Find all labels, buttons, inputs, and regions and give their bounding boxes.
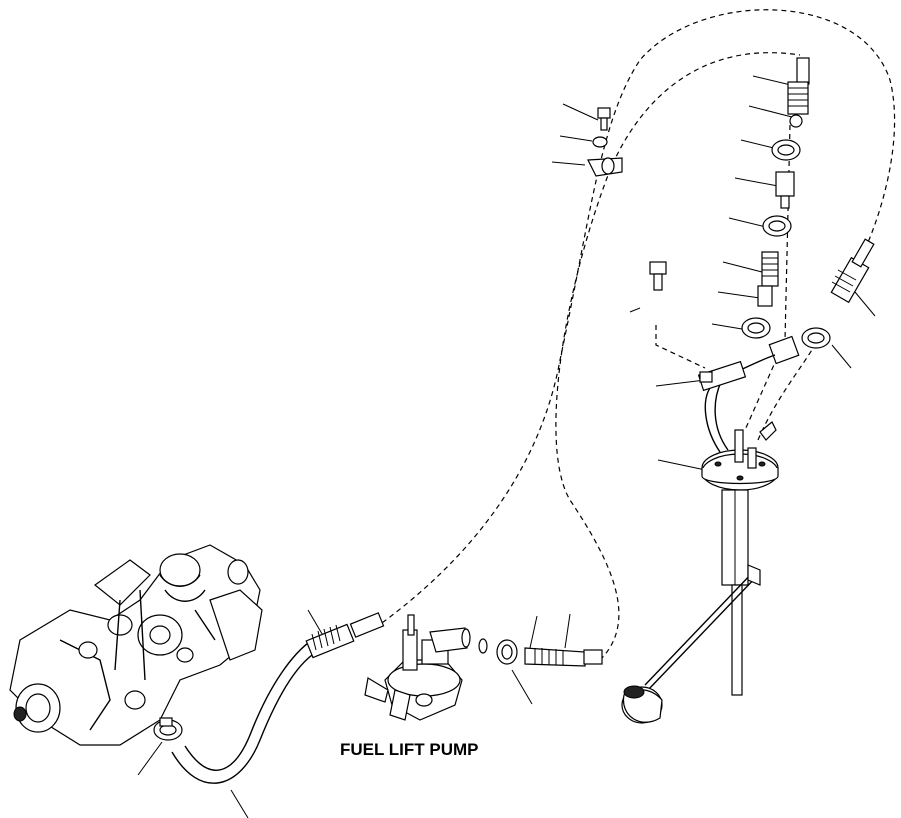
injection-pump: [9, 544, 263, 746]
fuel-hose: [171, 612, 385, 784]
bracket-fasteners: [587, 107, 623, 177]
hose-clamp-left: [153, 717, 183, 741]
connector-stack: [741, 57, 810, 339]
fuel-sender-unit: [621, 421, 779, 724]
sender-bolt: [649, 261, 667, 291]
lift-pump-outlet-parts: [496, 639, 603, 667]
fuel-lift-pump-label: FUEL LIFT PUMP: [340, 740, 479, 759]
dashed-fuel-lines: [374, 9, 896, 661]
callout-leaders: [137, 75, 876, 818]
wiring-connector: [697, 335, 800, 453]
fuel-lift-pump: [364, 614, 488, 721]
right-fitting: [801, 238, 875, 349]
